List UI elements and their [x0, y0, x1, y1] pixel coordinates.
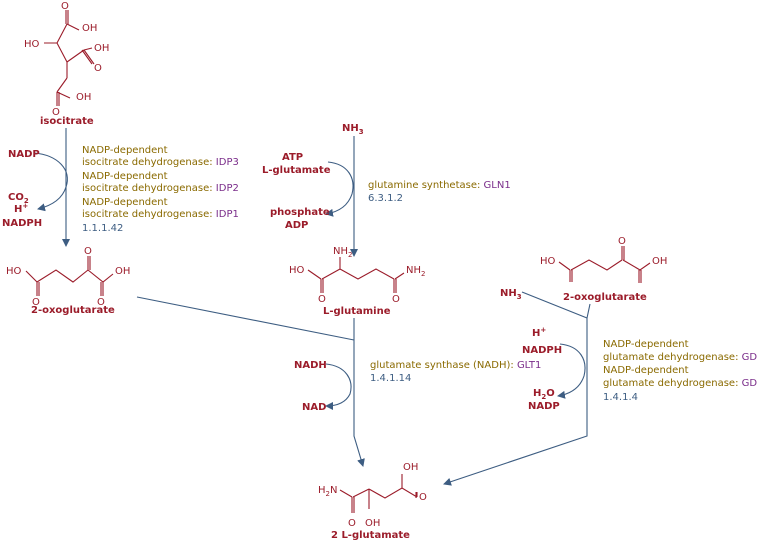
enzyme-gdh3-line2: glutamate dehydrogenase: GDH3	[603, 378, 758, 389]
cofactor-adp: ADP	[285, 220, 308, 231]
cofactor-nadp-out: NADP	[528, 401, 560, 412]
l-glutamine-label: L-glutamine	[323, 306, 391, 317]
arrow-to-glutamate-glt1	[353, 318, 365, 467]
isocitrate-ho: HO	[24, 39, 40, 50]
reaction-gdh	[443, 291, 591, 486]
l-glutamate-product-label: 2 L-glutamate	[331, 530, 410, 541]
cofactor-atp: ATP	[282, 152, 303, 163]
glutamate-o-bottom: O	[348, 518, 356, 529]
gene-idp2: IDP2	[216, 183, 239, 194]
enzyme-gdh1-line2: glutamate dehydrogenase: GDH1	[603, 352, 758, 363]
ec-number-gdh: 1.4.1.4	[603, 392, 638, 403]
cofactor-nadh: NADH	[294, 360, 327, 371]
cofactor-co2: CO2	[8, 192, 29, 205]
glutamine-nh2-amide: NH2	[406, 265, 425, 278]
line-oxoglutarate-to-glt1	[136, 296, 355, 341]
glutamine-nh2: NH2	[333, 246, 352, 259]
enzyme-gdh1-line1: NADP-dependent	[603, 339, 689, 350]
isocitrate-oh-2: OH	[94, 43, 109, 54]
glutamate-o-right: O	[419, 492, 427, 503]
arrow-to-glutamate-gdh	[443, 303, 591, 486]
gene-glt1: GLT1	[517, 360, 541, 371]
isocitrate-o-mid: O	[94, 63, 102, 74]
enzyme-idp3-line2: isocitrate dehydrogenase: IDP3	[82, 157, 239, 168]
cofactor-arc-nadh	[325, 363, 352, 410]
enzyme-gdh3-line1: NADP-dependent	[603, 365, 689, 376]
isocitrate-label: isocitrate	[40, 116, 94, 127]
enzyme-idp2-line2: isocitrate dehydrogenase: IDP2	[82, 183, 239, 194]
isocitrate-structure: O OH HO OH O OH O	[24, 1, 109, 118]
gene-idp3: IDP3	[216, 157, 239, 168]
cofactor-phosphate: phosphate	[270, 207, 330, 218]
cofactor-arc-nadp	[33, 152, 68, 212]
oxoglutarate-right-o-top: O	[618, 236, 626, 247]
cofactor-h2o: H2O	[533, 388, 555, 401]
nh3-center: NH3	[342, 123, 364, 136]
oxoglutarate-left-o-2: O	[97, 297, 105, 308]
reaction-glt1	[136, 296, 365, 467]
cofactor-nad: NAD	[302, 402, 326, 413]
oxoglutarate-left-oh: OH	[115, 266, 130, 277]
enzyme-idp2-line1: NADP-dependent	[82, 171, 168, 182]
cofactor-l-glutamate-in: L-glutamate	[262, 165, 331, 176]
isocitrate-oh-3: OH	[76, 92, 91, 103]
enzyme-glt1: glutamate synthase (NADH): GLT1	[370, 360, 541, 371]
enzyme-idp1-line1: NADP-dependent	[82, 197, 168, 208]
isocitrate-o-bottom: O	[52, 107, 60, 118]
enzyme-gln1: glutamine synthetase: GLN1	[368, 180, 511, 191]
oxoglutarate-left-ho: HO	[6, 266, 22, 277]
isocitrate-oh-1: OH	[82, 23, 97, 34]
oxoglutarate-right-ho: HO	[540, 256, 556, 267]
glutamate-oh-bottom: OH	[365, 518, 380, 529]
cofactor-nadph-in: NADPH	[522, 345, 562, 356]
ec-number-idp: 1.1.1.42	[82, 223, 123, 234]
nh3-right: NH3	[500, 288, 522, 301]
oxoglutarate-left-o-bottom: O	[32, 297, 40, 308]
oxoglutarate-left-label: 2-oxoglutarate	[31, 305, 115, 316]
glutamate-h2n: H2N	[318, 485, 337, 498]
oxoglutarate-structure-left: HO O O OH O	[6, 246, 130, 308]
oxoglutarate-left-o-top: O	[84, 246, 92, 257]
gene-idp1: IDP1	[216, 209, 239, 220]
oxoglutarate-right-oh: OH	[652, 256, 667, 267]
glutamine-ho: HO	[289, 265, 305, 276]
oxoglutarate-right-label: 2-oxoglutarate	[563, 292, 647, 303]
reaction-gln1	[325, 136, 358, 257]
glutamine-o-right: O	[392, 294, 400, 305]
glutamine-structure: HO NH2 O O NH2	[289, 246, 425, 305]
line-nh3-to-gdh	[521, 291, 588, 319]
reaction-idp	[33, 128, 70, 247]
enzyme-idp3-line1: NADP-dependent	[82, 145, 168, 156]
cofactor-arc-atp	[325, 161, 354, 217]
gene-gdh3: GDH3	[742, 378, 758, 389]
enzyme-idp1-line2: isocitrate dehydrogenase: IDP1	[82, 209, 239, 220]
cofactor-nadph-out: NADPH	[2, 218, 42, 229]
glutamate-structure: H2N OH O O OH	[318, 462, 427, 529]
oxoglutarate-structure-right: HO O OH	[540, 236, 667, 283]
cofactor-nadp-in: NADP	[8, 149, 40, 160]
glutamate-oh-top: OH	[403, 462, 418, 473]
ec-number-glt1: 1.4.1.14	[370, 373, 411, 384]
cofactor-arc-nadph	[557, 343, 586, 399]
gene-gdh1: GDH1	[742, 352, 758, 363]
glutamine-o-left: O	[318, 294, 326, 305]
cofactor-h-plus-2: H+	[532, 326, 546, 339]
isocitrate-o-top: O	[61, 1, 69, 12]
cofactor-h-plus-1: H+	[14, 202, 28, 215]
gene-gln1: GLN1	[484, 180, 511, 191]
ec-number-gln1: 6.3.1.2	[368, 193, 403, 204]
